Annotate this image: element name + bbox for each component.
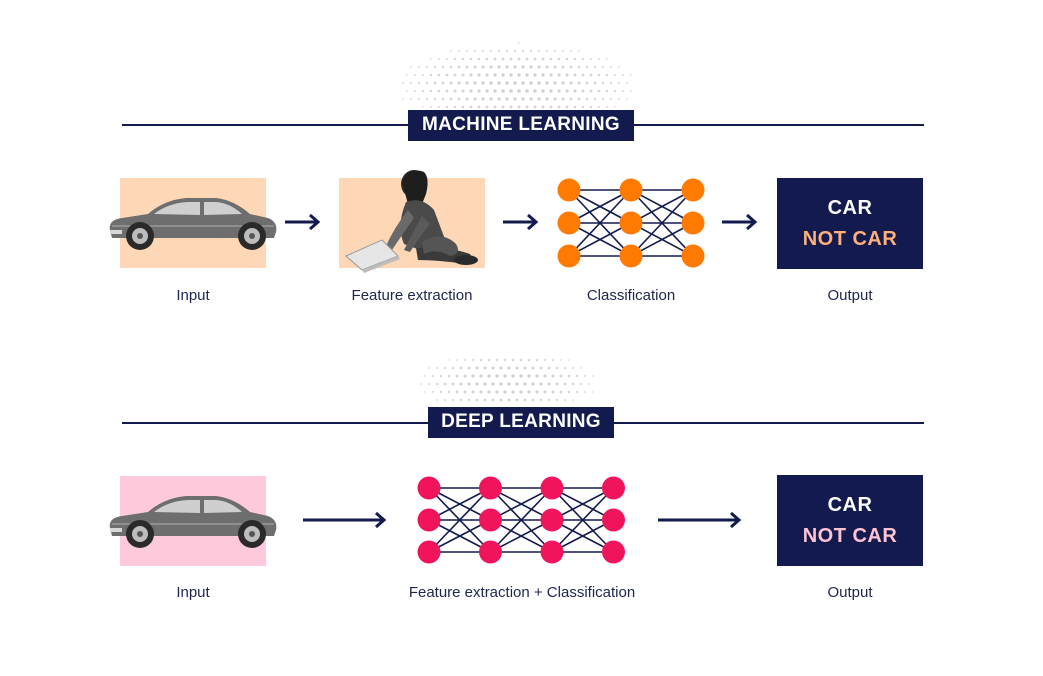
ml-network-node-0-1 (557, 211, 581, 235)
ml-network-node-1-1 (619, 211, 643, 235)
dl-output-not-car: NOT CAR (802, 525, 898, 547)
ml-label-feature-extraction: Feature extraction (351, 287, 473, 304)
dl-network-edge (551, 487, 615, 553)
dl-network-edge (490, 519, 553, 553)
dl-network-node-3-1 (602, 508, 625, 532)
ml-output-box: CAR NOT CAR (777, 178, 923, 269)
ml-network-edge (568, 189, 632, 224)
ml-network-node-0-0 (557, 178, 581, 202)
ml-network-edge (568, 222, 632, 257)
dl-network-node-2-0 (540, 476, 564, 500)
dl-network-node-3-0 (602, 476, 625, 500)
dl-network-node-2-1 (540, 508, 564, 532)
ml-network-node-2-1 (681, 211, 705, 235)
dl-network-edge (428, 519, 491, 553)
dl-network-node-1-0 (479, 476, 502, 500)
dl-label-input: Input (176, 584, 210, 601)
ml-car-image (109, 198, 277, 250)
ml-network-edge (630, 222, 694, 257)
ml-network-edge (630, 189, 694, 224)
dl-network-node-0-0 (417, 476, 441, 500)
person-with-laptop-icon (345, 170, 478, 273)
dl-network-edge (490, 487, 553, 521)
dl-label-output: Output (827, 584, 873, 601)
dl-network-node-1-2 (479, 540, 502, 564)
ml-label-classification: Classification (586, 287, 676, 304)
dl-network-node-0-1 (417, 508, 441, 532)
ml-label-input: Input (176, 287, 210, 304)
dl-network-node-0-2 (417, 540, 441, 564)
ml-network-node-2-0 (681, 178, 705, 202)
ml-title: MACHINE LEARNING (408, 110, 634, 141)
ml-dot-pattern (402, 42, 632, 124)
ml-output-car: CAR (827, 197, 873, 219)
dl-network-edge (489, 487, 553, 553)
ml-arrow-2 (503, 213, 539, 231)
dl-car-image (109, 496, 277, 548)
ml-arrow-3 (722, 213, 758, 231)
dl-network-node-1-1 (479, 508, 502, 532)
dl-arrow-2 (658, 511, 742, 529)
ml-output-not-car: NOT CAR (802, 228, 898, 250)
dl-title: DEEP LEARNING (428, 407, 614, 438)
dl-network-node-3-2 (602, 540, 625, 564)
dl-output-car: CAR (827, 494, 873, 516)
ml-network-edge (568, 189, 632, 257)
ml-network-edge (630, 189, 694, 257)
ml-arrow-1 (285, 213, 321, 231)
dl-network-edge (428, 487, 492, 553)
dl-arrow-1 (303, 511, 387, 529)
dl-output-box: CAR NOT CAR (777, 475, 923, 566)
ml-label-output: Output (827, 287, 873, 304)
ml-network-node-0-2 (557, 244, 581, 268)
dl-network-edge (551, 487, 614, 521)
dl-network-node-2-2 (540, 540, 564, 564)
dl-network-edge (551, 519, 614, 553)
ml-network-node-2-2 (681, 244, 705, 268)
ml-network-node-1-0 (619, 178, 643, 202)
dl-network-edge (428, 487, 491, 521)
ml-network-node-1-2 (619, 244, 643, 268)
dl-label-feature-extraction-classification: Feature extraction + Classification (408, 584, 636, 601)
